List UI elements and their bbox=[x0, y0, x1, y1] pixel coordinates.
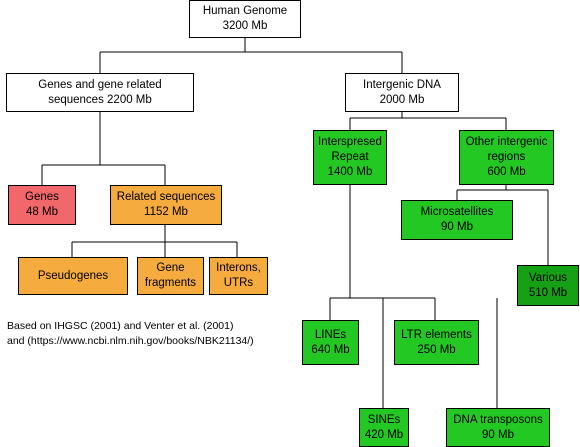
connector-intergenic bbox=[349, 112, 507, 130]
node-dna-transposons-label: DNA transposons 90 Mb bbox=[453, 413, 543, 441]
node-gene-fragments: Gene fragments bbox=[137, 257, 204, 295]
node-human-genome-label: Human Genome 3200 Mb bbox=[202, 5, 288, 32]
source-note: Based on IHGSC (2001) and Venter et al. … bbox=[7, 320, 254, 347]
node-gene-fragments-label: Gene fragments bbox=[144, 262, 197, 289]
node-genes-and-related: Genes and gene related sequences 2200 Mb bbox=[6, 73, 194, 112]
connector-root bbox=[99, 38, 403, 73]
node-microsatellites-label: Microsatellites 90 Mb bbox=[420, 206, 494, 233]
node-interspersed-repeat-label: Interspresed Repeat 1400 Mb bbox=[318, 136, 382, 178]
node-related-sequences: Related sequences 1152 Mb bbox=[110, 185, 222, 225]
node-microsatellites: Microsatellites 90 Mb bbox=[401, 200, 513, 240]
node-sines-label: SINEs 420 Mb bbox=[364, 413, 404, 441]
node-related-sequences-label: Related sequences 1152 Mb bbox=[116, 191, 216, 218]
node-interspersed-repeat: Interspresed Repeat 1400 Mb bbox=[313, 130, 387, 185]
node-interons-utrs-label: Interons, UTRs bbox=[216, 262, 261, 289]
connector-interspersed bbox=[329, 185, 498, 408]
node-dna-transposons: DNA transposons 90 Mb bbox=[446, 408, 550, 447]
node-ltr-elements: LTR elements 250 Mb bbox=[394, 320, 479, 365]
node-ltr-elements-label: LTR elements 250 Mb bbox=[401, 328, 472, 356]
connector-other bbox=[456, 185, 549, 265]
node-human-genome: Human Genome 3200 Mb bbox=[189, 0, 301, 38]
node-genes: Genes 48 Mb bbox=[8, 185, 76, 225]
node-interons-utrs: Interons, UTRs bbox=[209, 257, 268, 295]
node-sines: SINEs 420 Mb bbox=[359, 408, 409, 447]
node-genes-and-related-label: Genes and gene related sequences 2200 Mb bbox=[38, 78, 162, 106]
node-pseudogenes-label: Pseudogenes bbox=[37, 269, 109, 282]
node-intergenic-dna-label: Intergenic DNA 2000 Mb bbox=[363, 78, 441, 106]
connector-genes-related bbox=[41, 112, 166, 185]
node-various-label: Various 510 Mb bbox=[528, 271, 568, 299]
node-pseudogenes: Pseudogenes bbox=[18, 257, 128, 295]
node-lines-label: LINEs 640 Mb bbox=[311, 328, 350, 356]
node-various: Various 510 Mb bbox=[517, 265, 579, 306]
node-genes-label: Genes 48 Mb bbox=[25, 191, 59, 218]
node-other-intergenic: Other intergenic regions 600 Mb bbox=[459, 130, 554, 185]
node-intergenic-dna: Intergenic DNA 2000 Mb bbox=[345, 73, 459, 112]
node-other-intergenic-label: Other intergenic regions 600 Mb bbox=[465, 136, 548, 178]
connector-related bbox=[71, 225, 238, 257]
node-lines: LINEs 640 Mb bbox=[302, 320, 359, 365]
